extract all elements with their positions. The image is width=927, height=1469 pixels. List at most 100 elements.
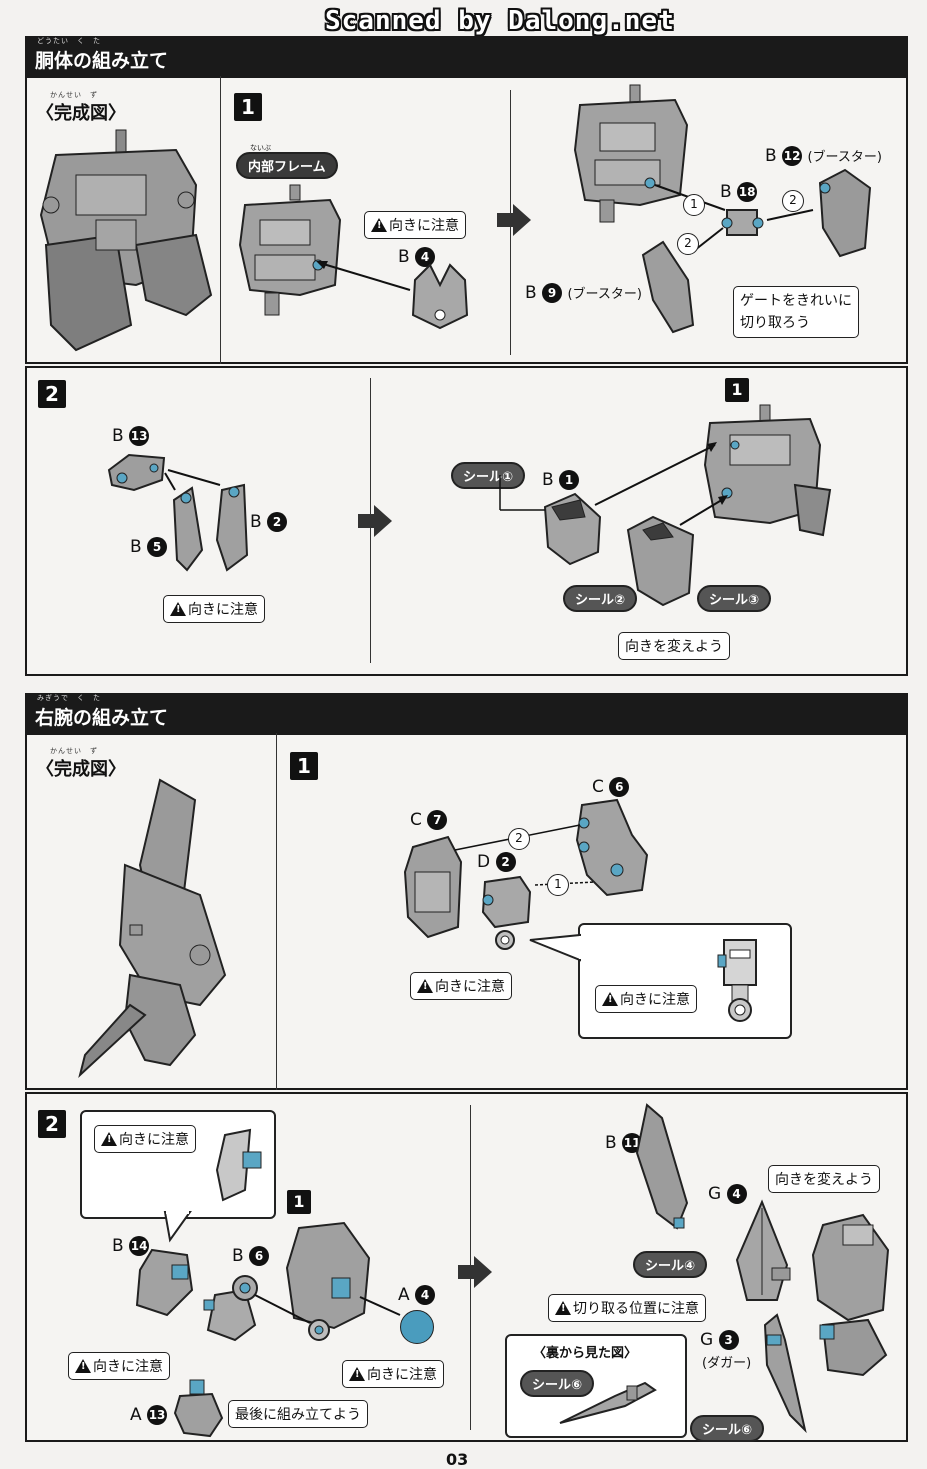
step-number: 2: [38, 380, 66, 408]
scan-credit: Scanned by Dalong.net: [325, 6, 675, 36]
order-1: 1: [683, 194, 705, 216]
orientation-note: 向きに注意: [410, 972, 512, 1000]
part-b1-illustration: [543, 492, 602, 566]
part-label-g4: G 4: [708, 1184, 747, 1204]
completed-view-ruby: かんせい ず: [50, 91, 98, 99]
completed-view-ruby: かんせい ず: [50, 747, 98, 755]
orientation-note: 向きに注意: [364, 211, 466, 239]
torso-completed-illustration: [39, 129, 213, 352]
part-b6-illustration: [203, 1275, 258, 1342]
seal-6-label: シール⑥: [520, 1370, 595, 1397]
arm-subassembly-illustration: [285, 1221, 371, 1341]
order-2: 2: [508, 828, 530, 850]
right-arm-completed-illustration: [78, 778, 227, 1079]
part-label-b12: B 12 (ブースター): [765, 146, 882, 166]
orientation-note: 向きに注意: [68, 1352, 170, 1380]
warning-icon: [555, 1301, 571, 1315]
assembly-arrows: [499, 442, 717, 511]
section-header-right-arm: みぎうで く た 右腕の組み立て: [25, 693, 908, 733]
section-title: 右腕の組み立て: [35, 707, 169, 729]
assembly-arrow: [316, 261, 411, 291]
part-b14-illustration: [135, 1248, 194, 1317]
part-label-b2: B 2: [250, 512, 288, 532]
next-arrow-icon: [474, 1256, 492, 1288]
part-c7-illustration: [403, 835, 463, 939]
next-arrow-stem: [458, 1265, 474, 1279]
seal-2-label: シール②: [563, 585, 638, 612]
assembly-arrows: [654, 184, 814, 251]
warning-icon: [349, 1367, 365, 1381]
warning-icon: [101, 1132, 117, 1146]
orientation-note: 向きに注意: [595, 985, 697, 1013]
booster-b9-illustration: [641, 240, 695, 334]
warning-icon: [75, 1359, 91, 1373]
divider: [276, 733, 277, 1090]
part-b14-detail-illustration: [215, 1128, 262, 1202]
step-number: 1: [290, 752, 318, 780]
orientation-note: 向きに注意: [163, 595, 265, 623]
warning-icon: [417, 979, 433, 993]
connector-b18-illustration: [721, 209, 764, 236]
next-arrow-stem: [358, 514, 374, 528]
part-label-d2: D 2: [477, 852, 516, 872]
next-arrow-icon: [513, 204, 531, 236]
seal-4-label: シール④: [633, 1251, 708, 1278]
gate-cut-note: ゲートをきれいに 切り取ろう: [733, 286, 859, 338]
sub-step-number: 1: [725, 378, 749, 402]
blade-b11-illustration: [635, 1103, 689, 1230]
torso-core-illustration: [703, 404, 832, 537]
order-2: 2: [782, 190, 804, 212]
next-arrow-icon: [374, 505, 392, 537]
booster-b12-illustration: [818, 168, 872, 258]
seal-1-label: シール①: [451, 462, 526, 489]
section-header-torso: どうたい く た 胴体の組み立て: [25, 36, 908, 76]
dagger-g3-illustration: [763, 1313, 807, 1434]
next-arrow-stem: [497, 213, 513, 227]
assembly-arrows: [164, 469, 221, 491]
warning-icon: [170, 602, 186, 616]
completed-view-label: 〈完成図〉: [36, 759, 126, 780]
part-label-b6: B 6: [232, 1246, 270, 1266]
part-label-b9: B 9 (ブースター): [525, 283, 642, 303]
seal-3-label: シール③: [697, 585, 772, 612]
part-a4-ball: [400, 1310, 434, 1344]
forearm-assembly-illustration: [811, 1213, 890, 1377]
part-b13-illustration: [107, 453, 166, 492]
step-number: 1: [234, 93, 262, 121]
change-direction-note: 向きを変えよう: [618, 632, 730, 660]
part-label-b13: B 13: [112, 426, 150, 446]
part-label-a4: A 4: [398, 1285, 436, 1305]
warning-icon: [602, 992, 618, 1006]
step-number: 2: [38, 1110, 66, 1138]
orientation-note: 向きに注意: [94, 1125, 196, 1153]
change-direction-note: 向きを変えよう: [768, 1165, 880, 1193]
part-b13-assembled-illustration: [626, 515, 695, 607]
section-title-ruby: みぎうで く た: [37, 694, 101, 702]
torso-assembly-illustration: [573, 84, 689, 223]
order-1: 1: [547, 874, 569, 896]
part-label-c7: C 7: [410, 810, 448, 830]
order-2: 2: [677, 233, 699, 255]
part-label-b4: B 4: [398, 247, 436, 267]
part-b4-illustration: [411, 263, 469, 330]
parts-b5-b2-illustration: [172, 483, 249, 572]
inner-frame-label: 内部フレーム: [236, 152, 338, 179]
part-a13-illustration: [173, 1379, 224, 1438]
part-label-b18: B 18: [720, 182, 758, 202]
part-label-b5: B 5: [130, 537, 168, 557]
part-label-b1: B 1: [542, 470, 580, 490]
callout-pointer: [163, 1209, 192, 1243]
sub-step-number: 1: [287, 1190, 311, 1214]
part-g4-illustration: [735, 1199, 791, 1301]
part-label-c6: C 6: [592, 777, 630, 797]
assembly-arrow: [679, 495, 728, 526]
inner-frame-illustration: [238, 184, 342, 316]
completed-view-label: 〈完成図〉: [36, 103, 126, 124]
warning-icon: [371, 218, 387, 232]
assemble-last-note: 最後に組み立てよう: [228, 1400, 368, 1428]
part-label-g3: G 3: [700, 1330, 739, 1350]
page-number: 03: [446, 1450, 469, 1469]
inner-frame-ruby: ないぶ: [250, 144, 271, 152]
part-label-b14: B 14: [112, 1236, 150, 1256]
dagger-back-illustration: [559, 1381, 657, 1424]
